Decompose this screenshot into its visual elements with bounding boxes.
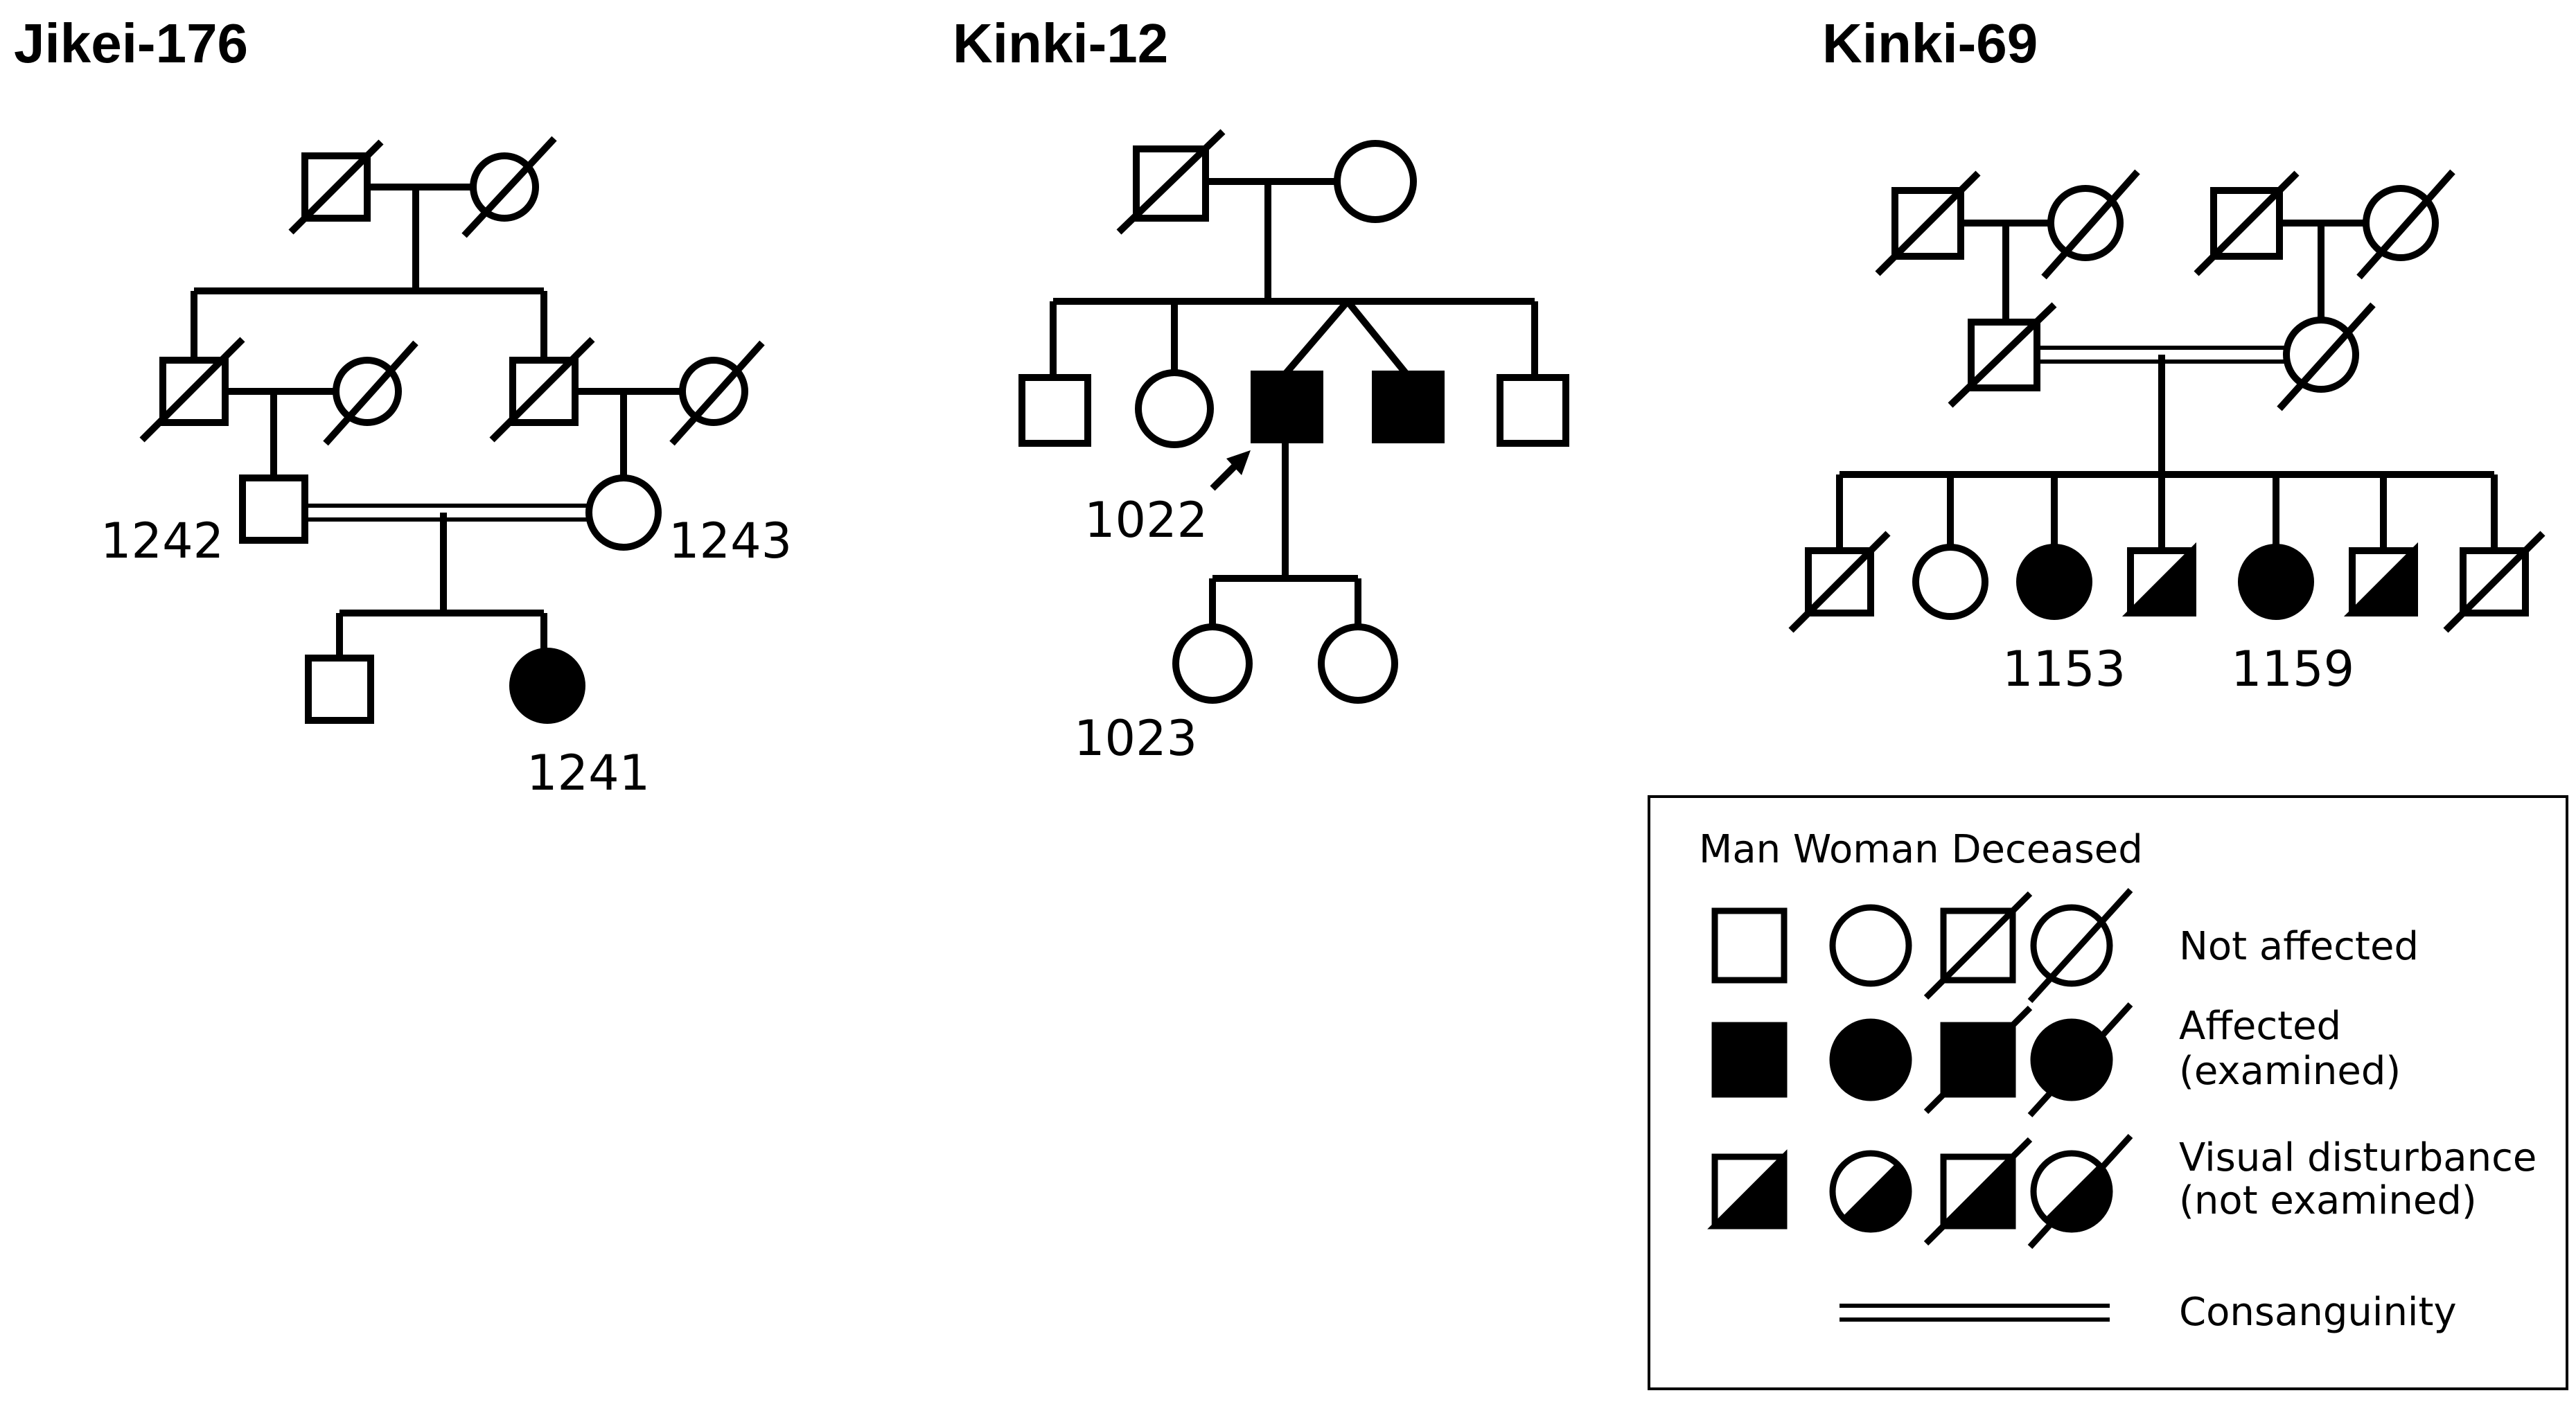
kinki69-gen2-female-deceased <box>2277 302 2376 411</box>
pedigree-kinki-12 <box>1018 129 1569 704</box>
legend-consanguinity-lines <box>1840 1304 2110 1322</box>
legend-label-affected-sub: (examined) <box>2179 1049 2401 1094</box>
legend-man-not-affected <box>1711 907 1788 984</box>
jikei-1242-male <box>239 474 308 544</box>
kinki12-gen2-female <box>1135 369 1214 448</box>
pedigree-title-kinki-12: Kinki-12 <box>953 12 1168 74</box>
kinki69-gen1-female-deceased-left <box>2041 169 2140 280</box>
pedigree-kinki-69 <box>1788 169 2546 633</box>
kinki69-gen3-female <box>1912 544 1988 620</box>
kinki12-1022-male-affected <box>1251 371 1323 443</box>
pedigree-jikei-176 <box>139 136 765 724</box>
jikei-gen2-female-deceased-right <box>669 340 765 446</box>
legend-woman-visual-disturbance <box>1829 1150 1912 1233</box>
proband-arrow <box>1210 450 1251 491</box>
legend-man-affected <box>1711 1022 1788 1098</box>
jikei-gen1-male-deceased <box>288 139 384 235</box>
jikei-1241-female-affected <box>509 648 585 724</box>
legend-label-consanguinity: Consanguinity <box>2179 1290 2457 1335</box>
legend-header: Man Woman Deceased <box>1699 827 2143 872</box>
jikei-gen2-male-deceased-left <box>139 337 245 443</box>
legend-woman-affected <box>1829 1018 1912 1101</box>
kinki69-gen3-male-deceased-1 <box>1788 531 1891 633</box>
label-1159: 1159 <box>2231 641 2354 698</box>
kinki69-gen1-female-deceased-right <box>2356 169 2455 280</box>
legend-man-visual-disturbance <box>1707 1149 1788 1230</box>
legend-man-deceased-not-affected <box>1923 891 2033 1000</box>
legend-woman-deceased-not-affected <box>2027 887 2133 1004</box>
kinki12-gen2-male-1 <box>1018 374 1091 447</box>
kinki12-gen3-female <box>1318 623 1398 704</box>
kinki12-gen2-male-5 <box>1497 374 1569 447</box>
label-1023: 1023 <box>1074 710 1197 767</box>
kinki12-gen2-male-affected-twin <box>1372 371 1445 443</box>
kinki69-1159-female-affected <box>2238 544 2314 620</box>
pedigree-title-kinki-69: Kinki-69 <box>1822 12 2038 74</box>
legend-label-not-affected: Not affected <box>2179 924 2419 969</box>
legend-label-visual-disturbance: Visual disturbance <box>2179 1135 2537 1180</box>
kinki12-1023-female <box>1172 623 1253 704</box>
jikei-gen1-female-deceased <box>461 136 557 238</box>
pedigree-title-jikei-176: Jikei-176 <box>14 12 248 74</box>
kinki69-gen3-male-visual-disturbance-2 <box>2343 542 2418 616</box>
kinki12-gen1-male-deceased <box>1116 129 1226 235</box>
legend-woman-deceased-affected <box>2027 1002 2133 1118</box>
label-1241: 1241 <box>527 745 650 801</box>
label-1022: 1022 <box>1084 492 1208 549</box>
label-1153: 1153 <box>2002 641 2126 698</box>
jikei-gen2-male-deceased-right <box>489 337 595 443</box>
legend-woman-deceased-visual-disturbance <box>2027 1133 2133 1250</box>
label-1242: 1242 <box>100 513 224 569</box>
kinki12-gen1-female <box>1334 140 1417 223</box>
legend-box: Man Woman Deceased <box>1648 795 2568 1390</box>
legend-man-deceased-affected <box>1923 1005 2033 1115</box>
legend-label-visual-disturbance-sub: (not examined) <box>2179 1178 2477 1223</box>
kinki69-gen1-male-deceased-right <box>2194 170 2300 276</box>
kinki69-gen1-male-deceased-left <box>1875 170 1981 276</box>
kinki69-gen3-male-visual-disturbance-1 <box>2121 542 2196 616</box>
legend-man-deceased-visual-disturbance <box>1923 1137 2033 1246</box>
jikei-1243-female <box>585 474 662 551</box>
legend-label-affected: Affected <box>2179 1004 2341 1049</box>
legend-woman-not-affected <box>1829 904 1912 987</box>
label-1243: 1243 <box>669 513 792 569</box>
jikei-gen2-female-deceased-left <box>323 340 418 446</box>
kinki69-gen3-male-deceased-7 <box>2443 531 2546 633</box>
jikei-gen4-male <box>305 655 374 724</box>
kinki69-gen2-male-deceased <box>1948 302 2057 408</box>
kinki69-1153-female-affected <box>2016 544 2092 620</box>
